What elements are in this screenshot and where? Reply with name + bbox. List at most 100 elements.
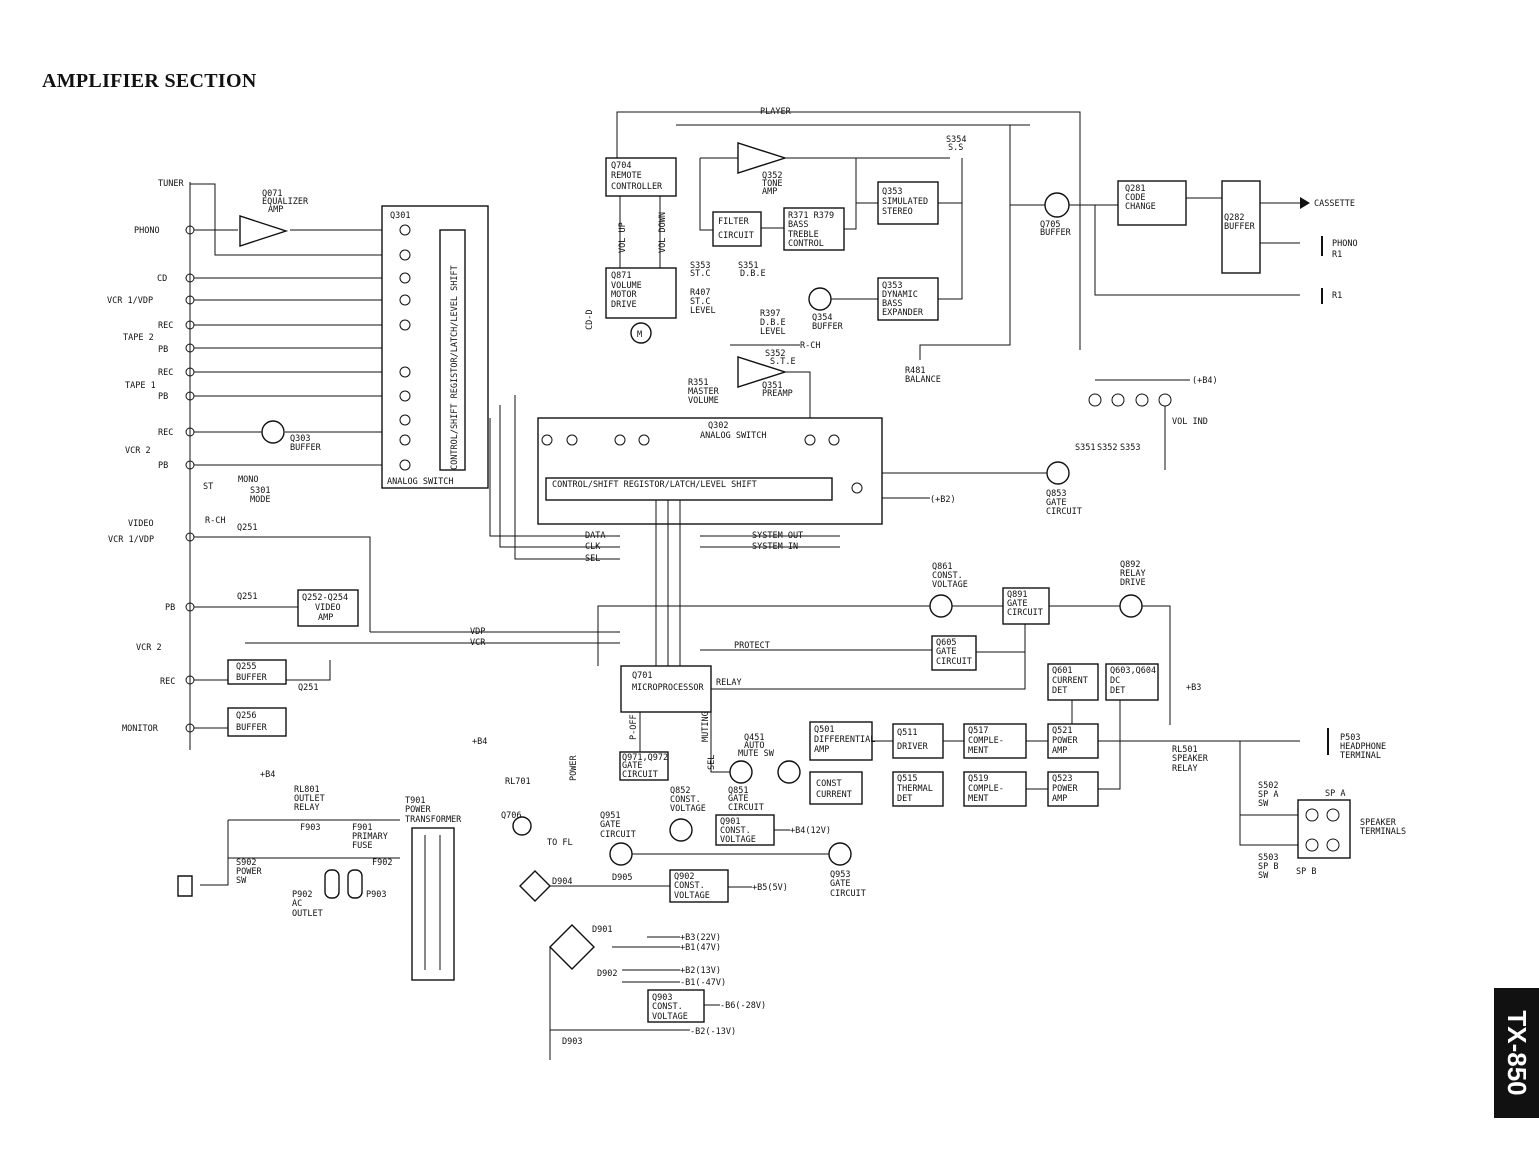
svg-text:TERMINAL: TERMINAL — [1340, 751, 1381, 761]
tone-amp: Q352 TONE AMP — [700, 142, 950, 197]
svg-text:AUTO: AUTO — [744, 741, 764, 751]
svg-text:CODE: CODE — [1125, 193, 1145, 203]
microprocessor: Q701 MICROPROCESSOR — [620, 665, 712, 713]
svg-text:D905: D905 — [612, 873, 632, 883]
svg-text:T901: T901 — [405, 796, 425, 806]
svg-text:CURRENT: CURRENT — [816, 790, 852, 800]
svg-text:DET: DET — [897, 794, 912, 804]
svg-text:GATE: GATE — [600, 820, 620, 830]
svg-text:Q523: Q523 — [1052, 774, 1072, 784]
svg-text:RELAY: RELAY — [1120, 569, 1146, 579]
svg-text:F903: F903 — [300, 823, 320, 833]
svg-text:SP A: SP A — [1325, 789, 1345, 799]
svg-text:S351: S351 — [1075, 443, 1095, 453]
svg-text:SW: SW — [1258, 871, 1269, 881]
svg-text:CONST.: CONST. — [720, 826, 751, 836]
svg-text:BASS: BASS — [882, 299, 902, 309]
label-pb-video: PB — [165, 603, 175, 613]
svg-text:POWER: POWER — [1052, 736, 1078, 746]
label-st: ST — [203, 482, 213, 492]
svg-text:CLK: CLK — [585, 542, 601, 552]
svg-text:CONTROLLER: CONTROLLER — [611, 182, 663, 192]
label-vcr2-video: VCR 2 — [136, 643, 162, 653]
svg-text:CIRCUIT: CIRCUIT — [1046, 507, 1082, 517]
bass-treble-control: R371 R379 BASS TREBLE CONTROL — [761, 207, 845, 251]
svg-text:SPEAKER: SPEAKER — [1360, 818, 1397, 828]
svg-text:S352: S352 — [1097, 443, 1117, 453]
svg-text:S.T.E: S.T.E — [770, 357, 796, 367]
svg-text:DET: DET — [1052, 686, 1067, 696]
label-monitor: MONITOR — [122, 724, 159, 734]
filter-circuit: FILTER CIRCUIT — [712, 211, 762, 247]
svg-text:VDP: VDP — [470, 627, 485, 637]
svg-text:STEREO: STEREO — [882, 207, 913, 217]
svg-text:BUFFER: BUFFER — [812, 322, 844, 332]
svg-text:MODE: MODE — [250, 495, 270, 505]
svg-text:SP A: SP A — [1258, 790, 1278, 800]
svg-text:SPEAKER: SPEAKER — [1172, 754, 1209, 764]
svg-text:BUFFER: BUFFER — [290, 443, 322, 453]
svg-text:S352: S352 — [765, 349, 785, 359]
svg-text:TRANSFORMER: TRANSFORMER — [405, 815, 462, 825]
svg-text:PLAYER: PLAYER — [760, 107, 792, 117]
svg-text:-B1(-47V): -B1(-47V) — [680, 978, 726, 988]
svg-text:ANALOG SWITCH: ANALOG SWITCH — [387, 477, 454, 487]
svg-text:M: M — [637, 330, 642, 340]
svg-text:Q519: Q519 — [968, 774, 988, 784]
svg-text:Q352: Q352 — [762, 171, 782, 181]
svg-text:Q256: Q256 — [236, 711, 256, 721]
svg-text:GATE: GATE — [830, 879, 850, 889]
svg-text:Q354: Q354 — [812, 313, 832, 323]
svg-text:Q353: Q353 — [882, 187, 902, 197]
svg-text:PRIMARY: PRIMARY — [352, 832, 388, 842]
svg-text:MENT: MENT — [968, 794, 988, 804]
svg-text:D904: D904 — [552, 877, 572, 887]
svg-text:BUFFER: BUFFER — [236, 723, 268, 733]
svg-text:(+B2): (+B2) — [930, 495, 956, 505]
svg-text:BASS: BASS — [788, 220, 808, 230]
svg-text:+B3: +B3 — [1186, 683, 1201, 693]
svg-text:Q255: Q255 — [236, 662, 256, 672]
label-rec-vcr2: REC — [158, 428, 173, 438]
svg-text:POWER: POWER — [236, 867, 262, 877]
svg-text:Q301: Q301 — [390, 211, 410, 221]
svg-text:RELAY: RELAY — [1172, 764, 1198, 774]
svg-text:MASTER: MASTER — [688, 387, 720, 397]
svg-text:TO FL: TO FL — [547, 838, 573, 848]
svg-text:S351: S351 — [738, 261, 758, 271]
svg-text:Q701: Q701 — [632, 671, 652, 681]
svg-text:Q282: Q282 — [1224, 213, 1244, 223]
power-supply: +B4 +B4 RL801 OUTLET RELAY RL701 T901 PO… — [177, 737, 866, 1060]
model-tab — [1494, 988, 1539, 1118]
svg-text:VIDEO: VIDEO — [315, 603, 341, 613]
equalizer-amp: Q071 EQUALIZER AMP — [239, 189, 309, 247]
svg-text:CONTROL: CONTROL — [788, 239, 824, 249]
svg-text:ANALOG SWITCH: ANALOG SWITCH — [700, 431, 767, 441]
svg-text:Q071: Q071 — [262, 189, 282, 199]
svg-text:+B2(13V): +B2(13V) — [680, 966, 721, 976]
svg-text:CURRENT: CURRENT — [1052, 676, 1088, 686]
label-tape1: TAPE 1 — [125, 381, 156, 391]
svg-text:VOLTAGE: VOLTAGE — [652, 1012, 688, 1022]
svg-text:+B1(47V): +B1(47V) — [680, 943, 721, 953]
svg-text:POWER: POWER — [405, 805, 431, 815]
label-tuner: TUNER — [158, 179, 184, 189]
label-rec-tape1: REC — [158, 368, 173, 378]
svg-text:P902: P902 — [292, 890, 312, 900]
svg-text:VOL IND: VOL IND — [1172, 417, 1208, 427]
svg-text:CONTROL/SHIFT REGISTOR/LATCH/L: CONTROL/SHIFT REGISTOR/LATCH/LEVEL SHIFT — [552, 480, 757, 490]
svg-text:MICROPROCESSOR: MICROPROCESSOR — [632, 683, 705, 693]
svg-text:CIRCUIT: CIRCUIT — [600, 830, 636, 840]
svg-text:-B2(-13V): -B2(-13V) — [690, 1027, 736, 1037]
svg-text:SIMULATED: SIMULATED — [882, 197, 928, 207]
svg-text:F901: F901 — [352, 823, 372, 833]
svg-text:+B5(5V): +B5(5V) — [752, 883, 788, 893]
svg-text:AMP: AMP — [268, 205, 283, 215]
svg-text:TONE: TONE — [762, 179, 782, 189]
svg-text:R481: R481 — [905, 366, 925, 376]
svg-text:Q521: Q521 — [1052, 726, 1072, 736]
svg-text:AMP: AMP — [1052, 746, 1067, 756]
label-mono: MONO — [238, 475, 258, 485]
svg-text:EQUALIZER: EQUALIZER — [262, 197, 309, 207]
